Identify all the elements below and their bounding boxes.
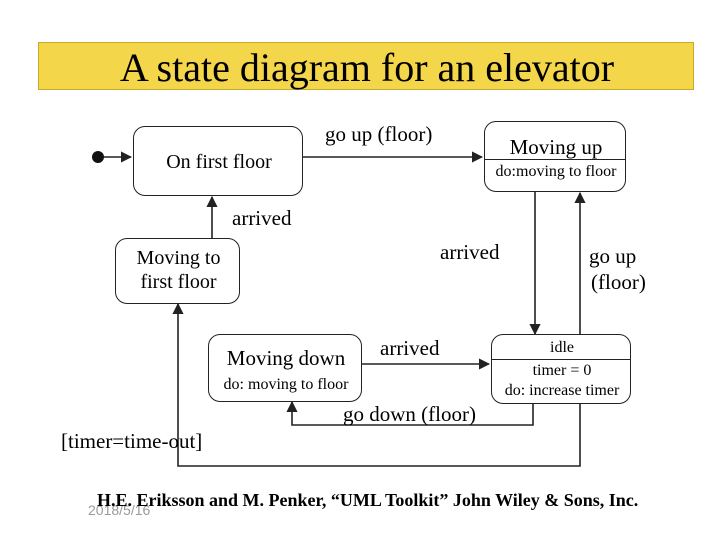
state-moving-to-first-floor[interactable]: Moving to first floor — [115, 238, 240, 304]
initial-state-dot — [92, 151, 104, 163]
state-idle[interactable]: idle timer = 0 do: increase timer — [491, 334, 631, 404]
state-moving-to-first-floor-name-line2: first floor — [140, 271, 217, 293]
state-idle-attribute: timer = 0 — [532, 362, 592, 379]
state-moving-to-first-floor-name-line1: Moving to — [136, 247, 221, 269]
transition-label-arrived-down: arrived — [380, 336, 440, 360]
timeout-transition-arrow — [172, 302, 581, 467]
footer-date: 2018/5/16 — [88, 502, 151, 518]
state-moving-up[interactable]: Moving up do:moving to floor — [484, 121, 626, 192]
state-idle-name: idle — [550, 339, 574, 356]
transition-label-go-up: go up (floor) — [325, 122, 433, 146]
state-moving-up-activity: do:moving to floor — [495, 163, 617, 180]
state-moving-down-name: Moving down — [226, 346, 346, 370]
transition-label-timeout: [timer=time-out] — [61, 429, 203, 453]
state-on-first-floor-name: On first floor — [166, 151, 272, 173]
state-moving-up-name: Moving up — [509, 135, 603, 159]
transition-label-arrived-first: arrived — [232, 206, 292, 230]
state-moving-up-divider — [485, 159, 625, 160]
transition-label-go-up-right-line1: go up — [589, 244, 637, 268]
transition-label-go-down: go down (floor) — [343, 402, 476, 426]
transition-label-arrived-right: arrived — [440, 240, 500, 264]
page-title: A state diagram for an elevator — [119, 45, 615, 90]
footer-citation: H.E. Eriksson and M. Penker, “UML Toolki… — [97, 490, 639, 510]
state-on-first-floor[interactable]: On first floor — [133, 126, 303, 196]
state-moving-down[interactable]: Moving down do: moving to floor — [208, 334, 362, 402]
state-idle-divider — [492, 359, 630, 360]
transition-label-go-up-right-line2: (floor) — [591, 270, 646, 294]
state-moving-down-activity: do: moving to floor — [223, 376, 349, 393]
state-idle-activity: do: increase timer — [504, 382, 620, 399]
title-banner: A state diagram for an elevator — [38, 42, 694, 90]
go-down-transition-arrow — [286, 400, 534, 426]
